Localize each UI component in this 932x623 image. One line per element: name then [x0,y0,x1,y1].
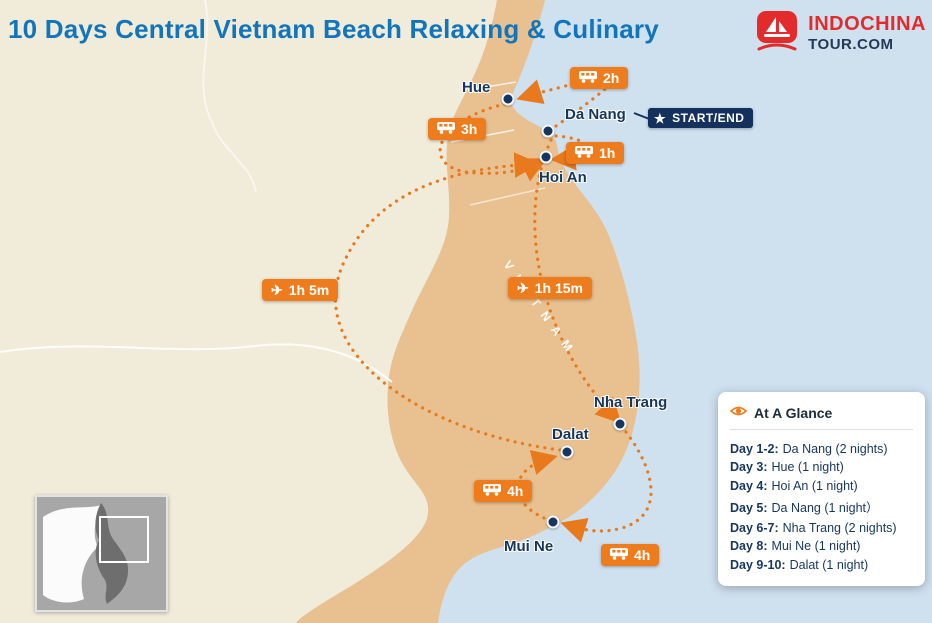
inset-land-region [43,505,101,603]
city-dot-muine [546,515,560,529]
travel-time: 1h 5m [288,282,330,298]
bus-icon [610,547,628,563]
travel-badge-4h-dalat: 4h [474,480,533,502]
eye-icon [729,404,748,422]
brand-domain: TOUR.COM [808,36,894,54]
city-dot-dalat [560,445,574,459]
travel-badge-1h: 1h [566,142,625,164]
itinerary-day: Day 4: [730,478,768,493]
city-dot-hue [501,92,515,106]
land-west-region [0,0,497,623]
city-label-hoian: Hoi An [539,169,587,186]
itinerary-desc: Hoi An (1 night) [771,478,858,493]
itinerary-desc: Hue (1 night) [771,460,844,474]
itinerary-day: Day 8: [730,539,768,553]
bus-icon [575,145,593,161]
city-label-dalat: Dalat [552,426,589,443]
itinerary-row: Day 8:Mui Ne (1 night) [730,539,913,553]
route-danang-nhatrang-flight [533,138,622,424]
itinerary-day: Day 9-10: [730,557,786,572]
at-a-glance-panel: At A Glance Day 1-2:Da Nang (2 nights) D… [718,392,925,586]
star-icon: ★ [654,110,667,126]
city-label-nhatrang: Nha Trang [594,394,668,411]
plane-icon: ✈ [517,280,529,296]
travel-time: 4h [507,483,524,499]
start-end-label: START/END [672,111,745,125]
route-nhatrang-muine [560,430,653,543]
travel-badge-3h: 3h [428,118,487,140]
city-dot-danang [541,124,555,138]
itinerary-day: Day 5: [730,501,768,515]
itinerary-desc: Nha Trang (2 nights) [782,520,897,535]
city-dot-nhatrang [613,417,627,431]
at-a-glance-title: At A Glance [754,405,833,421]
travel-badge-1h5m: ✈ 1h 5m [262,279,339,301]
city-label-hue: Hue [462,79,491,96]
inset-viewport-rect [99,516,149,563]
itinerary-row: Day 1-2:Da Nang (2 nights) [730,442,913,456]
itinerary-desc: Da Nang (2 nights) [782,441,888,456]
city-dot-hoian [539,150,553,164]
travel-badge-1h15m: ✈ 1h 15m [508,277,592,299]
travel-time: 1h 15m [534,280,583,296]
travel-badge-4h-muine: 4h [601,544,660,566]
itinerary-row: Day 6-7:Nha Trang (2 nights) [730,521,913,535]
itinerary-row: Day 3:Hue (1 night) [730,460,913,474]
travel-time: 3h [461,121,478,137]
itinerary-day: Day 3: [730,460,768,474]
inset-vietnam-region [95,503,129,604]
start-end-badge: ★ START/END [648,108,754,128]
bus-icon [483,483,501,499]
brand-logo-icon [754,8,800,59]
inset-map-canvas [37,497,166,610]
page-title: 10 Days Central Vietnam Beach Relaxing &… [8,14,659,44]
bus-icon [437,121,455,137]
itinerary-row: Day 5:Da Nang (1 night） [730,497,913,516]
itinerary-row: Day 4:Hoi An (1 night) [730,479,913,493]
travel-time: 2h [603,70,620,86]
travel-time: 4h [634,547,651,563]
brand-name: INDOCHINA [808,13,926,36]
country-borders [0,0,546,383]
route-dalat-danang-flight [333,152,562,452]
itinerary-row: Day 9-10:Dalat (1 night) [730,558,913,572]
inset-overview-map [35,495,168,612]
city-label-danang: Da Nang [565,106,626,123]
itinerary-desc: Mui Ne (1 night) [771,539,861,553]
plane-icon: ✈ [271,282,283,298]
travel-time: 1h [599,145,616,161]
itinerary-desc: Dalat (1 night) [789,557,869,572]
route-hue-hoian [438,102,548,182]
bus-icon [579,70,597,86]
at-a-glance-header: At A Glance [729,402,913,430]
brand-logo[interactable]: INDOCHINA TOUR.COM [754,8,926,59]
at-a-glance-rows: Day 1-2:Da Nang (2 nights) Day 3:Hue (1 … [730,430,913,572]
city-label-muine: Mui Ne [504,538,554,555]
itinerary-day: Day 1-2: [730,441,779,456]
itinerary-desc: Da Nang (1 night） [771,501,879,515]
travel-badge-2h: 2h [570,67,629,89]
itinerary-day: Day 6-7: [730,520,779,535]
